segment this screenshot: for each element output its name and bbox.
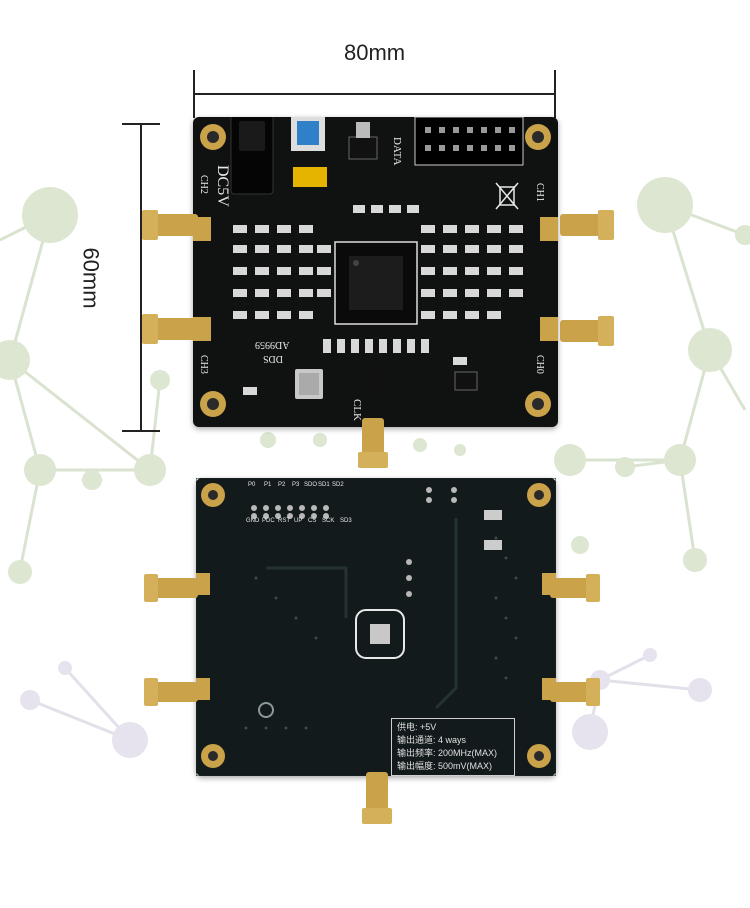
- spec-label: 输出通道:: [397, 735, 436, 745]
- spec-value: 200MHz(MAX): [438, 748, 498, 758]
- spec-value: +5V: [420, 722, 437, 732]
- height-dimension-label: 60mm: [78, 247, 104, 309]
- bottom-sma-clk: [362, 772, 392, 824]
- spec-label: 供电:: [397, 722, 418, 732]
- spec-label: 输出频率:: [397, 748, 436, 758]
- height-dimension-line: [140, 124, 142, 432]
- width-dimension-line: [193, 93, 556, 95]
- sma-connector-ch1: [560, 210, 614, 240]
- sma-connector-ch2: [142, 210, 198, 240]
- spec-value: 500mV(MAX): [438, 761, 493, 771]
- spec-value: 4 ways: [438, 735, 467, 745]
- bottom-mounting-holes: [201, 483, 551, 768]
- header-row-top: P0 P1 P2 P3 SDO SD1 SD2: [248, 482, 358, 494]
- header-row-bottom: GND PDC RST UP CS SCK SD3: [246, 518, 376, 530]
- pin-label-pdc: PDC: [262, 518, 275, 524]
- pin-label-p3: P3: [292, 482, 300, 488]
- pin-label-sd2: SD2: [332, 482, 344, 488]
- bottom-sma-connectors: [144, 574, 600, 824]
- width-dimension-label: 80mm: [344, 40, 406, 65]
- bottom-sma-right-lower: [550, 678, 600, 706]
- bottom-sma-left-upper: [144, 574, 198, 602]
- width-dimension-tick-right: [554, 70, 556, 118]
- spec-row-amplitude: 输出幅度: 500mV(MAX): [397, 760, 509, 773]
- bottom-sma-right-upper: [550, 574, 600, 602]
- width-dimension-tick-left: [193, 70, 195, 118]
- pin-label-sdo: SDO: [304, 482, 318, 488]
- pin-label-rst: RST: [278, 518, 290, 524]
- spec-label: 输出幅度:: [397, 761, 436, 771]
- pin-label-p1: P1: [264, 482, 272, 488]
- pin-label-sd3: SD3: [340, 518, 352, 524]
- spec-box: 供电: +5V 输出通道: 4 ways 输出频率: 200MHz(MAX) 输…: [391, 718, 515, 776]
- top-pcb-board: DC5V DATA CH2 CH1 CH3 CH0 AD9959 DDS CLK: [193, 117, 558, 427]
- pin-label-p0: P0: [248, 482, 256, 488]
- pin-label-gnd: GND: [246, 518, 260, 524]
- pin-label-cs: CS: [308, 518, 317, 524]
- height-dimension-tick-bottom: [122, 430, 160, 432]
- pin-label-p2: P2: [278, 482, 286, 488]
- ch2-label: CH2: [198, 175, 209, 194]
- pin-label-sck: SCK: [322, 518, 335, 524]
- spec-row-power: 供电: +5V: [397, 721, 509, 734]
- bottom-sma-left-lower: [144, 678, 198, 706]
- pin-label-up: UP: [294, 518, 303, 524]
- sma-connector-ch3: [142, 314, 198, 344]
- height-dimension-tick-top: [122, 123, 160, 125]
- pin-label-sd1: SD1: [318, 482, 330, 488]
- top-pcb-components: [193, 117, 558, 417]
- mounting-holes: [200, 124, 551, 417]
- spec-row-frequency: 输出频率: 200MHz(MAX): [397, 747, 509, 760]
- data-header-label: DATA: [391, 137, 403, 166]
- sma-connector-ch0: [560, 316, 614, 346]
- sma-connector-clk: [358, 418, 388, 468]
- spec-row-channels: 输出通道: 4 ways: [397, 734, 509, 747]
- top-sma-connectors: [142, 210, 614, 468]
